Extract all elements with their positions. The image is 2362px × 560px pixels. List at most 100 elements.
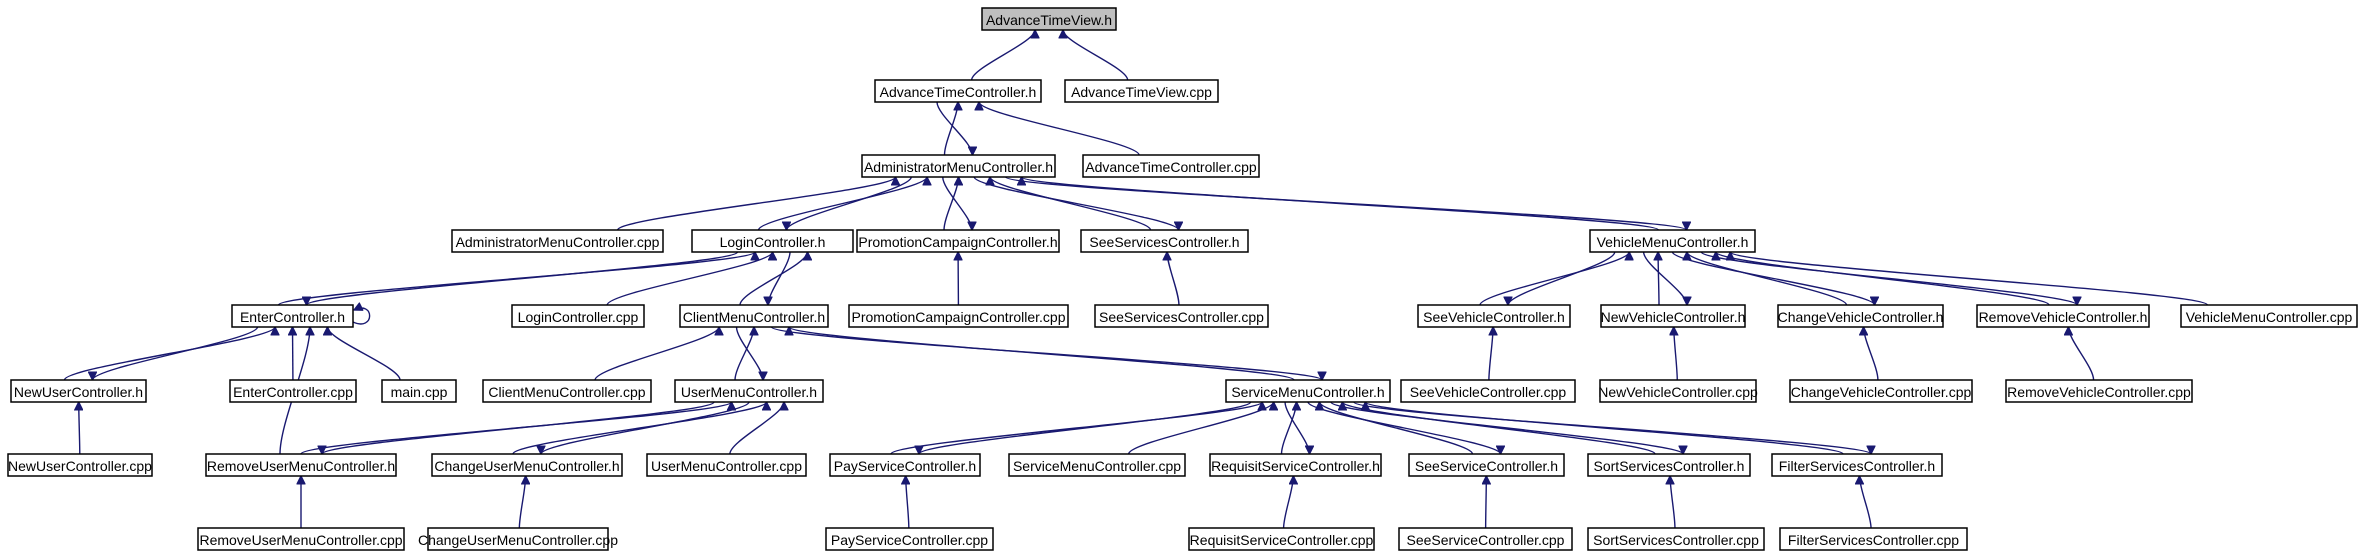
node-promotioncampaigncontroller-cpp[interactable]: PromotionCampaignController.cpp [848, 304, 1069, 328]
node-seeservicecontroller-cpp[interactable]: SeeServiceController.cpp [1398, 527, 1573, 551]
node-label: NewUserController.h [14, 384, 143, 400]
node-removeusermenucontroller-h[interactable]: RemoveUserMenuController.h [205, 453, 397, 477]
node-seeservicescontroller-h[interactable]: SeeServicesController.h [1080, 229, 1249, 253]
node-removeusermenucontroller-cpp[interactable]: RemoveUserMenuController.cpp [197, 527, 405, 551]
edge-seeservicescontroller-h-to-administratormenucontroller-h [990, 176, 1152, 231]
edge-advancetimeview-cpp-to-advancetimeview-h [1063, 30, 1129, 81]
edge-requisitservicecontroller-h-to-servicemenucontroller-h [1280, 402, 1297, 455]
node-box [825, 527, 994, 551]
edge-clientmenucontroller-h-to-usermenucontroller-h [735, 326, 764, 380]
node-filterservicescontroller-cpp[interactable]: FilterServicesController.cpp [1779, 527, 1968, 551]
edge-payservicecontroller-cpp-to-payservicecontroller-h [906, 476, 909, 529]
node-advancetimecontroller-cpp[interactable]: AdvanceTimeController.cpp [1082, 154, 1260, 178]
node-vehiclemenucontroller-h[interactable]: VehicleMenuController.h [1589, 229, 1756, 253]
node-removevehiclecontroller-h[interactable]: RemoveVehicleController.h [1976, 304, 2150, 328]
node-requisitservicecontroller-h[interactable]: RequisitServiceController.h [1209, 453, 1382, 477]
node-label: RemoveVehicleController.h [1979, 309, 2148, 325]
node-requisitservicecontroller-cpp[interactable]: RequisitServiceController.cpp [1188, 527, 1375, 551]
node-box [1789, 379, 1973, 403]
node-box [1094, 304, 1269, 328]
node-label: SortServicesController.h [1594, 458, 1745, 474]
node-changevehiclecontroller-h[interactable]: ChangeVehicleController.h [1777, 304, 1944, 328]
node-label: RemoveUserMenuController.h [207, 458, 395, 474]
node-payservicecontroller-h[interactable]: PayServiceController.h [829, 453, 981, 477]
node-seevehiclecontroller-cpp[interactable]: SeeVehicleController.cpp [1400, 379, 1576, 403]
node-label: AdvanceTimeView.cpp [1071, 84, 1212, 100]
node-filterservicescontroller-h[interactable]: FilterServicesController.h [1771, 453, 1943, 477]
node-payservicecontroller-cpp[interactable]: PayServiceController.cpp [825, 527, 994, 551]
node-label: SeeServicesController.cpp [1099, 309, 1264, 325]
node-box [427, 527, 609, 551]
node-seeservicecontroller-h[interactable]: SeeServiceController.h [1408, 453, 1565, 477]
node-administratormenucontroller-h[interactable]: AdministratorMenuController.h [861, 154, 1056, 178]
node-label: EnterController.h [240, 309, 345, 325]
edge-servicemenucontroller-h-to-seeservicecontroller-h [1307, 401, 1501, 455]
node-changeusermenucontroller-cpp[interactable]: ChangeUserMenuController.cpp [418, 527, 618, 551]
node-label: AdvanceTimeController.cpp [1085, 159, 1257, 175]
node-logincontroller-cpp[interactable]: LoginController.cpp [511, 304, 645, 328]
node-label: PayServiceController.cpp [831, 532, 988, 548]
node-advancetimeview-cpp[interactable]: AdvanceTimeView.cpp [1064, 79, 1219, 103]
node-box [848, 304, 1069, 328]
node-label: FilterServicesController.h [1779, 458, 1935, 474]
node-advancetimecontroller-h[interactable]: AdvanceTimeController.h [874, 79, 1042, 103]
node-advancetimeview-h[interactable]: AdvanceTimeView.h [981, 7, 1117, 31]
node-entercontroller-cpp[interactable]: EnterController.cpp [229, 379, 357, 403]
node-box [1600, 304, 1746, 328]
node-box [231, 304, 354, 328]
edge-newvehiclecontroller-cpp-to-newvehiclecontroller-h [1674, 327, 1678, 381]
node-clientmenucontroller-h[interactable]: ClientMenuController.h [679, 304, 829, 328]
node-changeusermenucontroller-h[interactable]: ChangeUserMenuController.h [431, 453, 623, 477]
edge-servicemenucontroller-h-to-requisitservicecontroller-h [1284, 401, 1309, 454]
node-label: SeeServiceController.h [1415, 458, 1558, 474]
node-removevehiclecontroller-cpp[interactable]: RemoveVehicleController.cpp [2005, 379, 2193, 403]
node-vehiclemenucontroller-cpp[interactable]: VehicleMenuController.cpp [2180, 304, 2358, 328]
edge-logincontroller-cpp-to-logincontroller-h [606, 251, 772, 306]
node-box [679, 304, 829, 328]
node-administratormenucontroller-cpp[interactable]: AdministratorMenuController.cpp [451, 229, 664, 253]
edge-clientmenucontroller-cpp-to-clientmenucontroller-h [594, 327, 719, 381]
edge-seeservicecontroller-cpp-to-seeservicecontroller-h [1486, 476, 1487, 529]
node-label: SeeVehicleController.h [1423, 309, 1565, 325]
edge-newusercontroller-h-to-entercontroller-h [63, 326, 276, 381]
node-entercontroller-h[interactable]: EnterController.h [231, 304, 354, 328]
node-promotioncampaigncontroller-h[interactable]: PromotionCampaignController.h [856, 229, 1060, 253]
node-box [646, 453, 807, 477]
node-servicemenucontroller-cpp[interactable]: ServiceMenuController.cpp [1008, 453, 1186, 477]
edge-administratormenucontroller-h-to-promotioncampaigncontroller-h [942, 176, 972, 230]
node-box [1225, 379, 1391, 403]
node-main-cpp[interactable]: main.cpp [381, 379, 457, 403]
node-seevehiclecontroller-h[interactable]: SeeVehicleController.h [1417, 304, 1571, 328]
node-seeservicescontroller-cpp[interactable]: SeeServicesController.cpp [1094, 304, 1269, 328]
node-box [1771, 453, 1943, 477]
node-box [829, 453, 981, 477]
node-usermenucontroller-cpp[interactable]: UserMenuController.cpp [646, 453, 807, 477]
node-servicemenucontroller-h[interactable]: ServiceMenuController.h [1225, 379, 1391, 403]
node-newusercontroller-h[interactable]: NewUserController.h [10, 379, 147, 403]
edge-servicemenucontroller-h-to-payservicecontroller-h [919, 401, 1252, 455]
node-sortservicescontroller-cpp[interactable]: SortServicesController.cpp [1587, 527, 1765, 551]
edge-removevehiclecontroller-cpp-to-removevehiclecontroller-h [2068, 327, 2095, 381]
node-logincontroller-h[interactable]: LoginController.h [691, 229, 854, 253]
node-label: main.cpp [391, 384, 448, 400]
nodes-layer: AdvanceTimeView.hAdvanceTimeController.h… [7, 7, 2358, 551]
node-label: ClientMenuController.h [683, 309, 825, 325]
node-clientmenucontroller-cpp[interactable]: ClientMenuController.cpp [482, 379, 652, 403]
edge-administratormenucontroller-h-to-logincontroller-h [787, 176, 912, 230]
node-newvehiclecontroller-cpp[interactable]: NewVehicleController.cpp [1598, 379, 1758, 403]
node-box [451, 229, 664, 253]
node-usermenucontroller-h[interactable]: UserMenuController.h [674, 379, 824, 403]
node-newusercontroller-cpp[interactable]: NewUserController.cpp [7, 453, 153, 477]
node-label: ChangeUserMenuController.cpp [418, 532, 618, 548]
node-box [1599, 379, 1757, 403]
node-box [10, 379, 147, 403]
edge-changeusermenucontroller-cpp-to-changeusermenucontroller-h [518, 476, 525, 529]
node-newvehiclecontroller-h[interactable]: NewVehicleController.h [1600, 304, 1746, 328]
node-box [674, 379, 824, 403]
node-changevehiclecontroller-cpp[interactable]: ChangeVehicleController.cpp [1789, 379, 1973, 403]
node-label: ChangeVehicleController.cpp [1791, 384, 1972, 400]
edge-vehiclemenucontroller-h-to-removevehiclecontroller-h [1700, 251, 2077, 306]
node-label: RemoveUserMenuController.cpp [199, 532, 402, 548]
node-label: PayServiceController.h [834, 458, 976, 474]
node-sortservicescontroller-h[interactable]: SortServicesController.h [1587, 453, 1751, 477]
